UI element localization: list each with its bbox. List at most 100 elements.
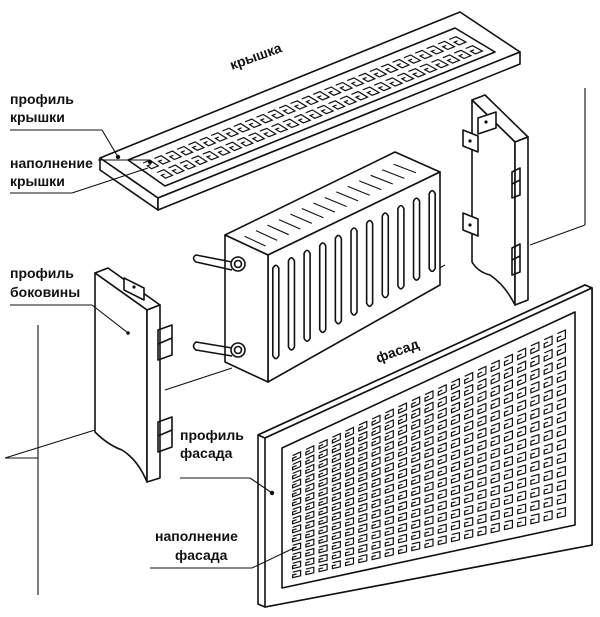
fret-motif	[424, 481, 434, 493]
fret-motif	[346, 77, 365, 87]
fret-motif	[301, 95, 320, 106]
radiator-rib	[381, 212, 390, 299]
fret-motif	[503, 506, 514, 518]
fret-motif	[384, 483, 394, 495]
fret-motif	[530, 407, 540, 420]
fret-motif	[437, 523, 447, 534]
fret-motif	[358, 461, 368, 473]
fret-motif	[305, 557, 315, 567]
fret-motif	[292, 551, 302, 561]
fret-motif	[345, 436, 355, 448]
fret-motif	[424, 435, 434, 448]
fret-motif	[345, 516, 355, 527]
fret-motif	[384, 536, 394, 547]
radiator-top-slot	[301, 208, 324, 219]
fret-motif	[411, 463, 421, 475]
fret-motif	[530, 394, 540, 407]
fret-motif	[384, 461, 394, 473]
fret-motif	[345, 426, 355, 439]
fret-motif	[316, 104, 335, 115]
fret-motif	[362, 86, 381, 96]
fret-motif	[411, 541, 421, 552]
fret-motif	[202, 150, 220, 161]
fret-motif	[305, 529, 315, 539]
fret-motif	[384, 494, 394, 505]
fret-motif	[358, 512, 368, 524]
label-facade-profile-line1: профиль	[180, 427, 244, 443]
radiator-top-slot	[255, 230, 278, 241]
radiator-top-slots	[244, 163, 417, 247]
fret-motif	[168, 164, 186, 175]
fret-motif	[411, 407, 421, 420]
fret-motif	[398, 478, 408, 490]
fret-motif	[490, 359, 500, 373]
fret-motif	[305, 510, 315, 521]
fret-motif	[384, 472, 394, 484]
fret-motif	[556, 479, 567, 492]
fret-motif	[477, 414, 487, 428]
radiator-rib	[272, 264, 280, 360]
fret-motif	[305, 454, 315, 466]
fret-motif	[331, 501, 341, 512]
fret-motif	[530, 380, 540, 394]
fret-motif	[450, 389, 460, 403]
fret-motif	[358, 420, 368, 433]
fret-motif	[408, 68, 427, 78]
fret-motif	[345, 506, 355, 518]
fret-motif	[530, 513, 540, 525]
label-lid: крышка	[228, 39, 284, 73]
fret-motif	[225, 141, 243, 152]
fret-motif	[437, 430, 447, 443]
fret-motif	[305, 519, 315, 530]
radiator-top-slot	[381, 169, 405, 179]
fret-motif	[477, 476, 487, 488]
fret-motif	[448, 36, 468, 46]
fret-motif	[517, 503, 527, 515]
fret-motif	[411, 474, 421, 486]
fret-motif	[248, 132, 266, 143]
fret-motif	[477, 365, 487, 379]
fret-motif	[324, 86, 342, 96]
fret-motif	[398, 544, 408, 555]
fret-motif	[292, 450, 302, 462]
fret-motif	[517, 451, 527, 464]
label-facade: фасад	[374, 335, 422, 365]
fret-motif	[503, 378, 514, 392]
fret-motif	[556, 329, 567, 343]
fret-motif	[345, 486, 355, 498]
fret-motif	[517, 477, 527, 489]
fret-motif	[331, 550, 341, 560]
fret-motif	[543, 375, 553, 389]
fret-motif	[318, 477, 328, 488]
fret-motif	[450, 484, 460, 496]
fret-motif	[450, 401, 460, 414]
fret-motif	[398, 424, 408, 436]
fret-motif	[398, 413, 408, 426]
fret-motif	[450, 472, 460, 484]
fret-motif	[358, 533, 368, 544]
fret-motif	[442, 54, 461, 64]
fret-motif	[517, 516, 527, 528]
fret-motif	[556, 438, 567, 451]
fret-motif	[437, 40, 456, 51]
fret-motif	[305, 444, 315, 456]
fret-motif	[371, 424, 381, 437]
fret-motif	[477, 427, 487, 440]
fret-motif	[392, 58, 411, 69]
fret-motif	[490, 510, 500, 522]
fret-motif	[384, 515, 394, 526]
fret-motif	[305, 463, 315, 475]
fret-motif	[411, 440, 421, 453]
fret-motif	[328, 100, 346, 110]
fret-motif	[292, 469, 302, 480]
fret-motif	[490, 459, 500, 472]
fret-motif	[384, 504, 394, 516]
fret-motif	[398, 402, 408, 415]
fret-motif	[424, 458, 434, 470]
fret-motif	[305, 500, 315, 512]
fret-motif	[318, 524, 328, 535]
fret-motif	[331, 560, 341, 570]
fret-motif	[450, 425, 460, 438]
fret-motif	[331, 511, 341, 522]
fret-motif	[464, 468, 474, 480]
